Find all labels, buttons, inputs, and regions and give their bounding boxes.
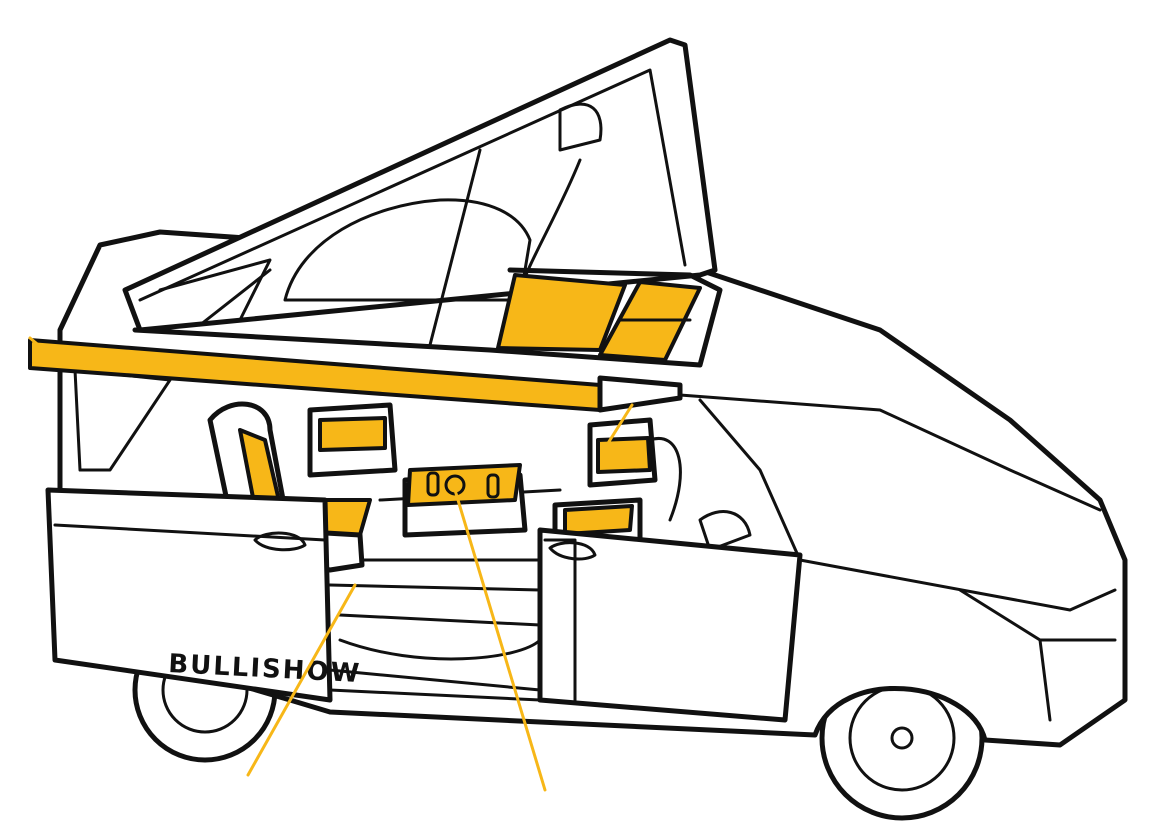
leader-line-seat [246, 583, 357, 777]
awning [28, 338, 683, 413]
swivel-front-seat [596, 436, 652, 474]
rear-seat-right [318, 416, 387, 452]
leader-line-table [453, 488, 547, 792]
side-door [537, 527, 803, 723]
rear-door: BULLISHOW [45, 487, 362, 703]
pop-up-roof [122, 37, 723, 368]
leader-lines [28, 336, 634, 792]
leader-line-front-seat [603, 403, 634, 450]
leader-line-awning [28, 336, 44, 350]
roof-bed-mattress [496, 273, 627, 352]
